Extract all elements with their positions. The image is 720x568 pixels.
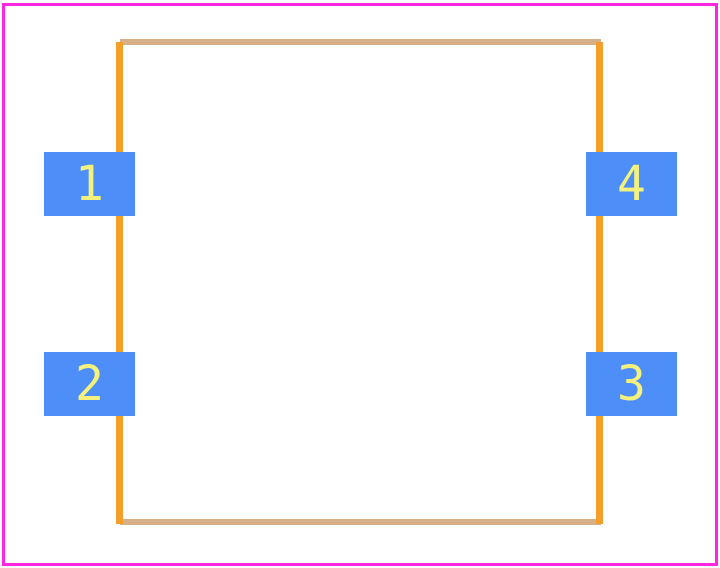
pad-1-label: 1 (75, 156, 104, 212)
pad-3[interactable]: 3 (586, 352, 677, 416)
pad-2[interactable]: 2 (44, 352, 135, 416)
silkscreen-right-edge (596, 42, 603, 524)
pad-2-label: 2 (75, 356, 104, 412)
silkscreen-left-edge (116, 42, 123, 524)
silkscreen-top-edge (120, 39, 601, 45)
courtyard-outline (2, 3, 718, 566)
pad-4[interactable]: 4 (586, 152, 677, 216)
pad-3-label: 3 (617, 356, 646, 412)
pad-1[interactable]: 1 (44, 152, 135, 216)
silkscreen-bottom-edge (120, 519, 601, 525)
pad-4-label: 4 (617, 156, 646, 212)
